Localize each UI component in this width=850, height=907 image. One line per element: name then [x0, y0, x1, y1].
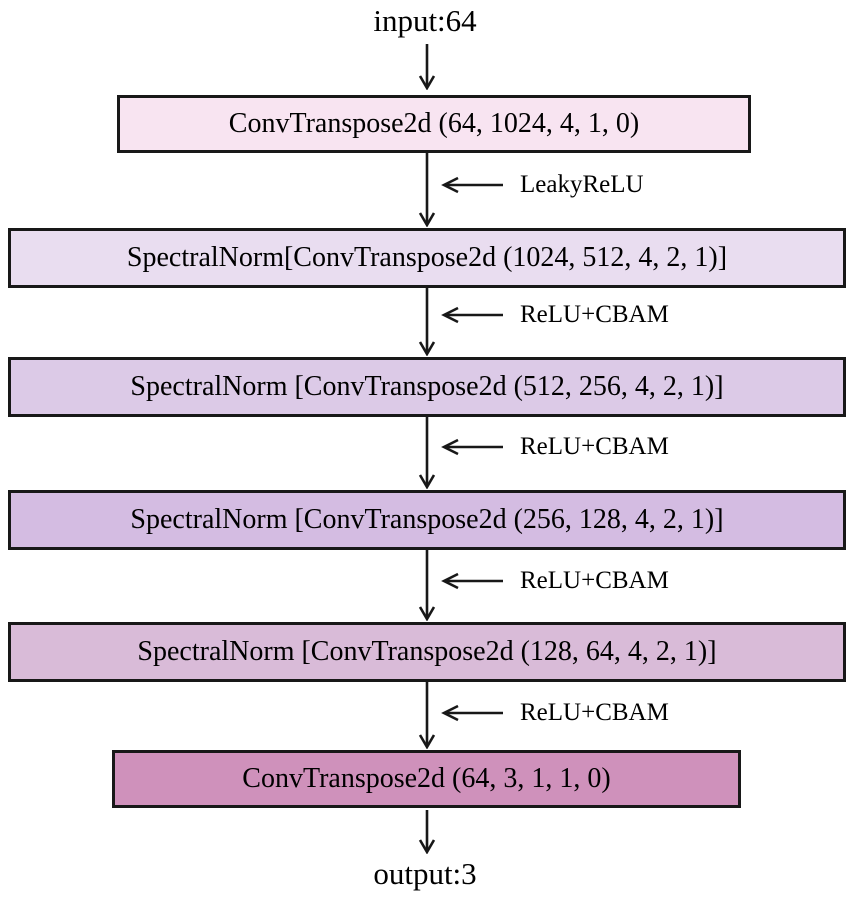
- activation-label: LeakyReLU: [520, 171, 644, 198]
- down-arrow-icon: [416, 682, 438, 749]
- activation-annotation: ReLU+CBAM: [441, 698, 669, 728]
- layer-box-spectralnorm-2: SpectralNorm [ConvTranspose2d (512, 256,…: [8, 357, 846, 417]
- layer-box-spectralnorm-1: SpectralNorm[ConvTranspose2d (1024, 512,…: [8, 228, 846, 288]
- down-arrow-icon: [416, 153, 438, 227]
- left-arrow-icon: [441, 572, 503, 590]
- input-label: input:64: [373, 3, 477, 38]
- left-arrow-icon: [441, 176, 503, 194]
- down-arrow-icon: [416, 44, 438, 90]
- activation-annotation: ReLU+CBAM: [441, 432, 669, 462]
- layer-box-spectralnorm-4: SpectralNorm [ConvTranspose2d (128, 64, …: [8, 622, 846, 682]
- activation-annotation: ReLU+CBAM: [441, 300, 669, 330]
- activation-label: ReLU+CBAM: [520, 699, 669, 726]
- layer-box-convtranspose-2: ConvTranspose2d (64, 3, 1, 1, 0): [112, 750, 741, 808]
- output-label: output:3: [373, 856, 477, 891]
- left-arrow-icon: [441, 438, 503, 456]
- left-arrow-icon: [441, 704, 503, 722]
- activation-label: ReLU+CBAM: [520, 301, 669, 328]
- left-arrow-icon: [441, 306, 503, 324]
- layer-box-spectralnorm-3: SpectralNorm [ConvTranspose2d (256, 128,…: [8, 490, 846, 550]
- activation-label: ReLU+CBAM: [520, 567, 669, 594]
- activation-label: ReLU+CBAM: [520, 433, 669, 460]
- layer-box-convtranspose-1: ConvTranspose2d (64, 1024, 4, 1, 0): [117, 95, 751, 153]
- down-arrow-icon: [416, 288, 438, 356]
- down-arrow-icon: [416, 417, 438, 489]
- down-arrow-icon: [416, 550, 438, 621]
- down-arrow-icon: [416, 810, 438, 854]
- activation-annotation: LeakyReLU: [441, 170, 644, 200]
- activation-annotation: ReLU+CBAM: [441, 566, 669, 596]
